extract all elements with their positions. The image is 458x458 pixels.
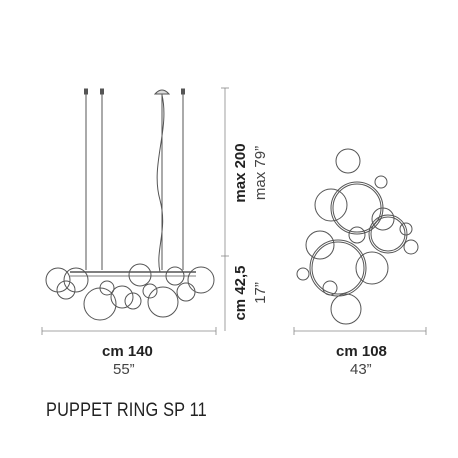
metal-ring (311, 241, 365, 295)
glass-sphere (335, 148, 361, 174)
top-view-lamp (296, 148, 419, 325)
front-width-in: 55” (113, 361, 135, 378)
glass-sphere (124, 292, 142, 310)
cable-top-cap (181, 88, 185, 95)
front-view-lamp (45, 88, 215, 321)
top-width-in: 43” (350, 361, 372, 378)
glass-sphere (110, 285, 134, 309)
top-width-cm: cm 108 (336, 343, 387, 360)
front-height-body-cm: cm 42,5 (232, 265, 249, 321)
glass-sphere (399, 222, 413, 236)
glass-sphere (147, 286, 179, 318)
front-height-max-cm: max 200 (232, 143, 249, 203)
glass-sphere (330, 293, 362, 325)
glass-sphere (128, 263, 152, 287)
front-width-cm: cm 140 (102, 343, 153, 360)
front-height-body-in: 17” (252, 282, 269, 304)
cable-top-cap (84, 88, 88, 95)
glass-sphere (176, 282, 196, 302)
glass-sphere (187, 266, 215, 294)
glass-sphere (374, 175, 388, 189)
glass-sphere (322, 280, 338, 296)
glass-sphere (355, 251, 389, 285)
metal-ring (370, 216, 406, 252)
top-dimension-lines (293, 327, 427, 335)
glass-sphere (99, 280, 115, 296)
metal-ring (368, 214, 408, 254)
glass-sphere (83, 287, 117, 321)
glass-sphere (348, 226, 366, 244)
glass-sphere (403, 239, 419, 255)
product-title: PUPPET RING SP 11 (46, 400, 207, 421)
front-dimension-lines (41, 87, 229, 335)
glass-sphere (165, 266, 185, 286)
glass-sphere (63, 267, 89, 293)
front-height-max-in: max 79” (252, 145, 269, 201)
glass-sphere (371, 207, 395, 231)
glass-sphere (142, 283, 158, 299)
ceiling-canopy (153, 89, 171, 95)
glass-sphere (314, 188, 348, 222)
glass-sphere (305, 230, 335, 260)
glass-sphere (296, 267, 310, 281)
glass-sphere (56, 280, 76, 300)
metal-ring (309, 239, 367, 297)
power-cable (156, 94, 165, 273)
glass-sphere (45, 267, 71, 293)
cable-top-cap (100, 88, 104, 95)
